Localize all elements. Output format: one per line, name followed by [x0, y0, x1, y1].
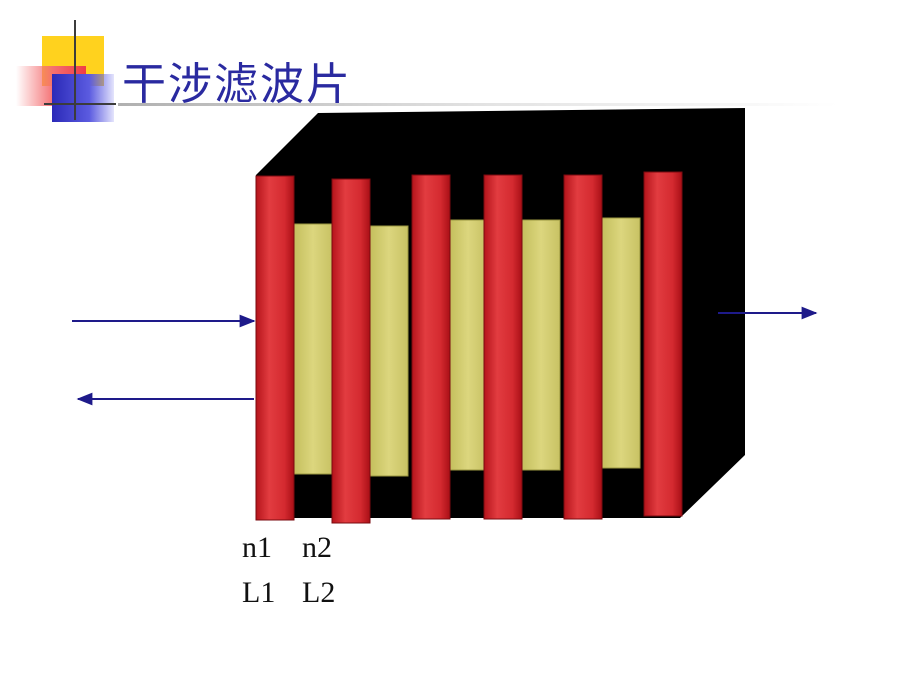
low-index-layers: [293, 217, 641, 477]
label-n1: n1: [242, 531, 272, 564]
high-index-layer: [483, 174, 523, 520]
high-index-layer: [563, 174, 603, 520]
logo-blue-square: [52, 74, 114, 122]
corner-logo: [0, 0, 130, 130]
low-index-layer: [601, 217, 641, 469]
low-index-layer: [449, 219, 487, 471]
label-n2: n2: [302, 531, 332, 564]
low-index-layer: [369, 225, 409, 477]
high-index-layers: [255, 171, 683, 524]
label-L2: L2: [302, 576, 336, 609]
slide-title: 干涉滤波片: [122, 59, 352, 110]
low-index-layer: [521, 219, 561, 471]
logo-horizontal-line: [44, 103, 116, 105]
logo-vertical-line: [74, 20, 76, 120]
high-index-layer: [331, 178, 371, 524]
high-index-layer: [255, 175, 295, 521]
high-index-layer: [411, 174, 451, 520]
high-index-layer: [643, 171, 683, 517]
title-underline: [118, 103, 838, 106]
label-L1: L1: [242, 576, 276, 609]
low-index-layer: [293, 223, 333, 475]
